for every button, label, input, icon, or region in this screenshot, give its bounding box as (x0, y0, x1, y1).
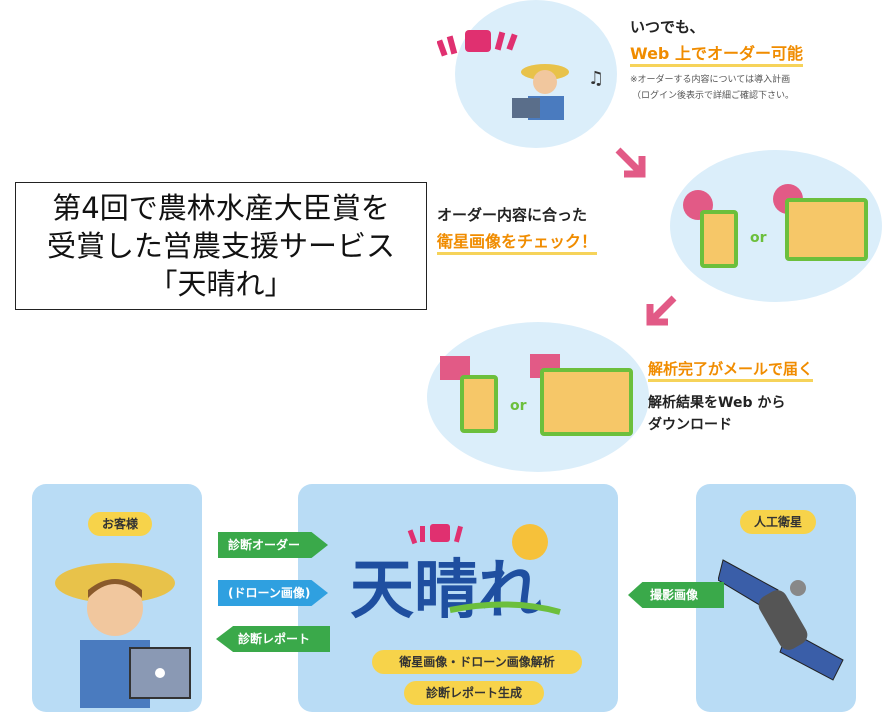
award-caption: 第4回で農林水産大臣賞を 受賞した営農支援サービス 「天晴れ」 (15, 182, 427, 310)
down-arrow-icon (612, 144, 652, 188)
satellite-icon (717, 550, 848, 694)
farmer-laptop-icon: ♫ (500, 50, 610, 134)
step3-line3: ダウンロード (648, 417, 732, 433)
laptop-check-icon (785, 198, 868, 261)
caption-line3: 「天晴れ」 (148, 267, 294, 301)
step1-note-line1: ※オーダーする内容については導入計画 (630, 75, 791, 85)
step2-or: or (750, 230, 767, 246)
customer-avatar-icon (50, 548, 200, 712)
logo-small-icon (436, 22, 527, 62)
step1-note-line2: （ログイン後表示で詳細ご確認下さい。 (632, 91, 795, 101)
customer-label: お客様 (88, 512, 152, 536)
step1-title-line1: いつでも、 (630, 18, 705, 36)
service-panel (298, 484, 618, 712)
logo-text: 天晴れ (350, 554, 542, 628)
svg-text:♫: ♫ (588, 68, 604, 89)
order-arrow: 診断オーダー (218, 532, 328, 558)
step2-line2: 衛星画像をチェック！ (437, 228, 598, 255)
caption-line1: 第4回で農林水産大臣賞を (52, 191, 390, 225)
tenhare-logo: 天晴れ (330, 520, 600, 630)
step3-or: or (510, 398, 527, 414)
report-generation-label: 診断レポート生成 (404, 681, 544, 705)
report-arrow: 診断レポート (216, 626, 330, 652)
step2-line1: オーダー内容に合った (437, 206, 588, 224)
phone-check-icon (700, 210, 738, 268)
laptop-download-icon (540, 368, 633, 436)
down-left-arrow-icon (640, 292, 680, 336)
analysis-label: 衛星画像・ドローン画像解析 (372, 650, 582, 674)
drone-arrow: (ドローン画像) (218, 580, 328, 606)
caption-line2: 受賞した営農支援サービス (46, 229, 395, 263)
phone-download-icon (460, 375, 498, 433)
step3-line1: 解析完了がメールで届く (648, 358, 814, 382)
imaging-arrow: 撮影画像 (628, 582, 724, 608)
step1-title-line2: Web 上でオーダー可能 (630, 40, 803, 67)
satellite-label: 人工衛星 (740, 510, 816, 534)
step3-line2: 解析結果をWeb から (648, 395, 786, 411)
